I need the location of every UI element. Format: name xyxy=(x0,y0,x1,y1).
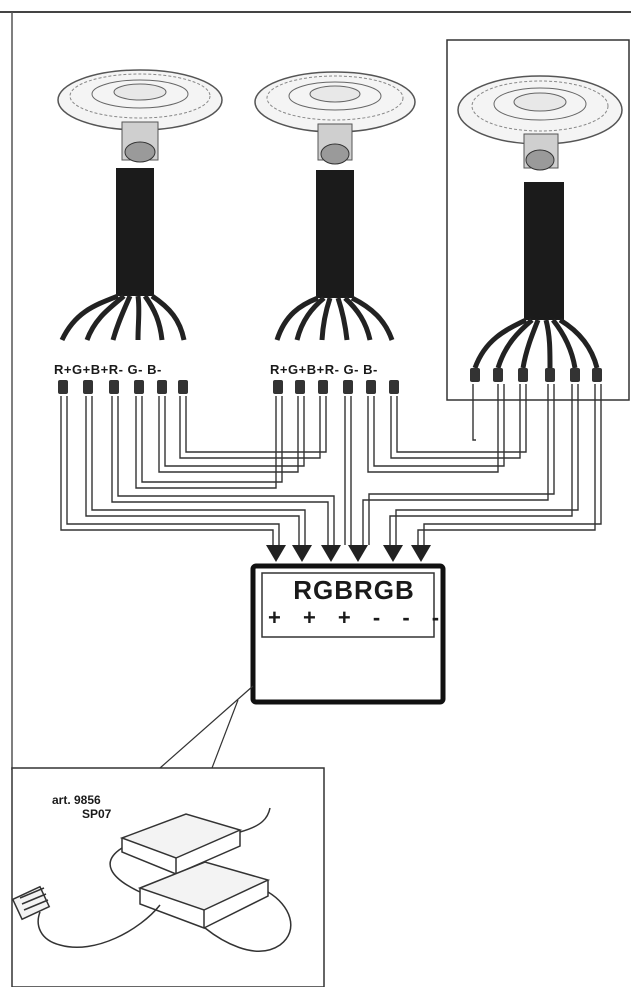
input-arrows xyxy=(266,545,431,562)
article-number: art. 9856 xyxy=(52,793,101,807)
pin-label: B+ xyxy=(306,362,325,377)
fixture-2 xyxy=(254,71,416,394)
pin-label: G+ xyxy=(71,362,91,377)
fixture-3-frame xyxy=(446,39,630,401)
pin-label: R+ xyxy=(270,362,288,377)
product-code: SP07 xyxy=(82,807,112,821)
pin-label: R- xyxy=(324,362,340,377)
fixture-1-pin-labels: R+G+B+R- G- B- xyxy=(54,362,162,377)
fixture-1 xyxy=(57,69,223,394)
controller-box xyxy=(250,563,446,705)
pin-label: R- xyxy=(108,362,124,377)
fixture-3 xyxy=(457,75,623,382)
power-supply-drawing xyxy=(11,807,292,952)
fixture-2-pin-labels: R+G+B+R- G- B- xyxy=(270,362,378,377)
wiring xyxy=(60,384,602,545)
pin-label: G- xyxy=(343,362,359,377)
product-label: art. 9856 SP07 xyxy=(52,793,111,821)
pin-label: G- xyxy=(127,362,143,377)
pin-label: B+ xyxy=(90,362,109,377)
pin-label: R+ xyxy=(54,362,72,377)
controller-polarity: + + + - - - xyxy=(268,605,448,630)
pin-label: B- xyxy=(363,362,378,377)
controller-channels: RGBRGB xyxy=(293,575,415,605)
pin-label: G+ xyxy=(287,362,307,377)
pin-label: B- xyxy=(147,362,162,377)
